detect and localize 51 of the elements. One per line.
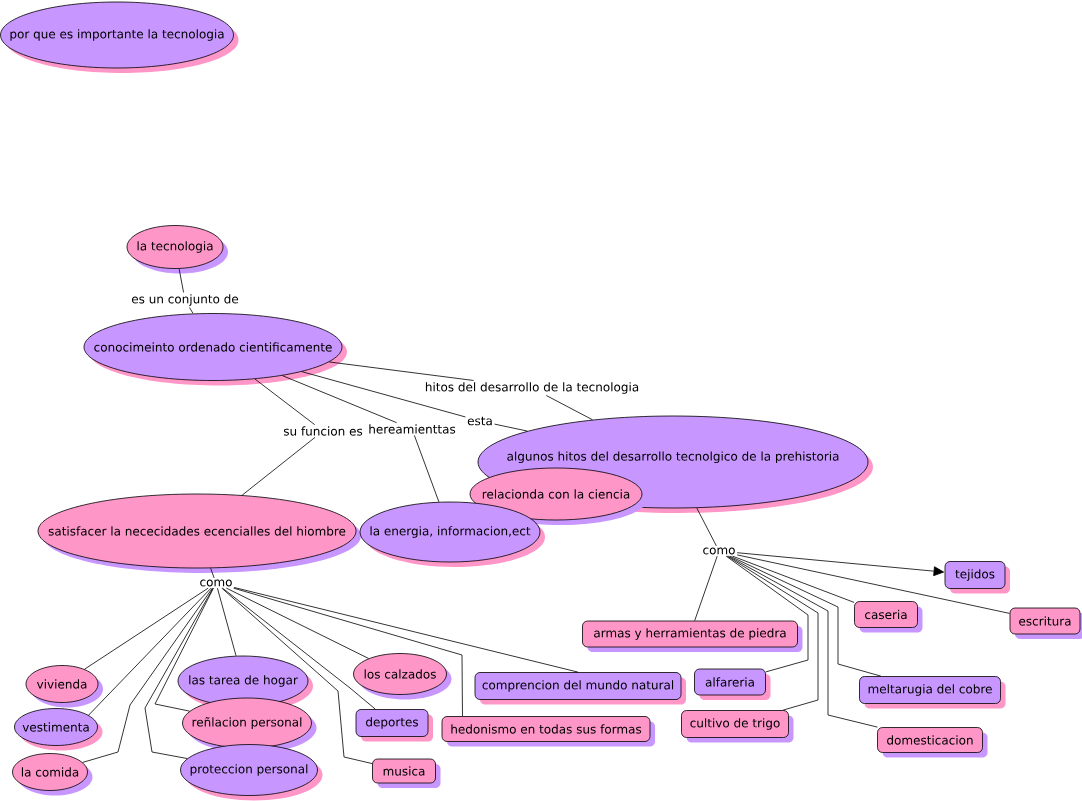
- concept-box: musica: [372, 758, 441, 788]
- connector-line: [254, 378, 316, 426]
- connector-line: [217, 587, 237, 657]
- connector-line: [494, 423, 528, 432]
- connector-line: [88, 587, 212, 716]
- concept-box: caseria: [854, 601, 923, 633]
- connector-line: [328, 361, 474, 381]
- connector-line: [154, 587, 214, 712]
- linking-phrase: su funcion es: [283, 426, 363, 436]
- linking-phrase: hitos del desarrollo de la tecnologia: [425, 382, 639, 394]
- connector-line: [221, 587, 373, 764]
- concept-box: armas y herramientas de piedra: [582, 620, 803, 652]
- concept-box: cultivo de trigo: [681, 710, 794, 743]
- concept-box: tejidos: [944, 561, 1010, 594]
- concept-box: comprencion del mundo natural: [474, 672, 686, 705]
- connector-line: [727, 555, 878, 728]
- concept-box: hedonismo en todas sus formas: [441, 716, 655, 747]
- connector-line: [226, 587, 369, 659]
- linking-phrase: como: [703, 547, 735, 555]
- node-label: relacionda con la ciencia: [482, 489, 630, 499]
- connector-line: [696, 507, 717, 547]
- concept-box: escritura: [1009, 607, 1082, 639]
- node-label: las tarea de hogar: [189, 675, 298, 687]
- connector-line: [725, 555, 809, 673]
- connector-line: [210, 567, 215, 579]
- connector-line: [694, 555, 718, 621]
- connector-line: [413, 434, 440, 503]
- connector-line: [222, 587, 376, 710]
- linking-phrase: es un conjunto de: [131, 294, 239, 306]
- connector-line: [84, 587, 209, 670]
- linking-phrase: hereamienttas: [369, 424, 456, 434]
- connector-line: [241, 436, 316, 496]
- connector-line: [729, 555, 882, 677]
- connector-line: [144, 587, 214, 759]
- concept-box: alfareria: [694, 668, 771, 700]
- connector-line: [233, 587, 463, 717]
- connector-line: [233, 587, 579, 673]
- concept-box: meltarugia del cobre: [859, 676, 1006, 709]
- connector-line: [736, 554, 1010, 614]
- arrow: [736, 552, 945, 577]
- connector-line: [545, 395, 593, 421]
- concept-box: domesticacion: [877, 727, 988, 758]
- connector-line: [189, 307, 194, 314]
- connector-line: [282, 375, 397, 424]
- connector-line: [732, 555, 855, 603]
- concept-box: deportes: [355, 709, 433, 742]
- connector-line: [178, 268, 184, 293]
- connector-line: [301, 371, 466, 418]
- linking-phrase: como: [200, 579, 232, 587]
- connector-line: [82, 587, 213, 763]
- connector-line: [726, 555, 819, 711]
